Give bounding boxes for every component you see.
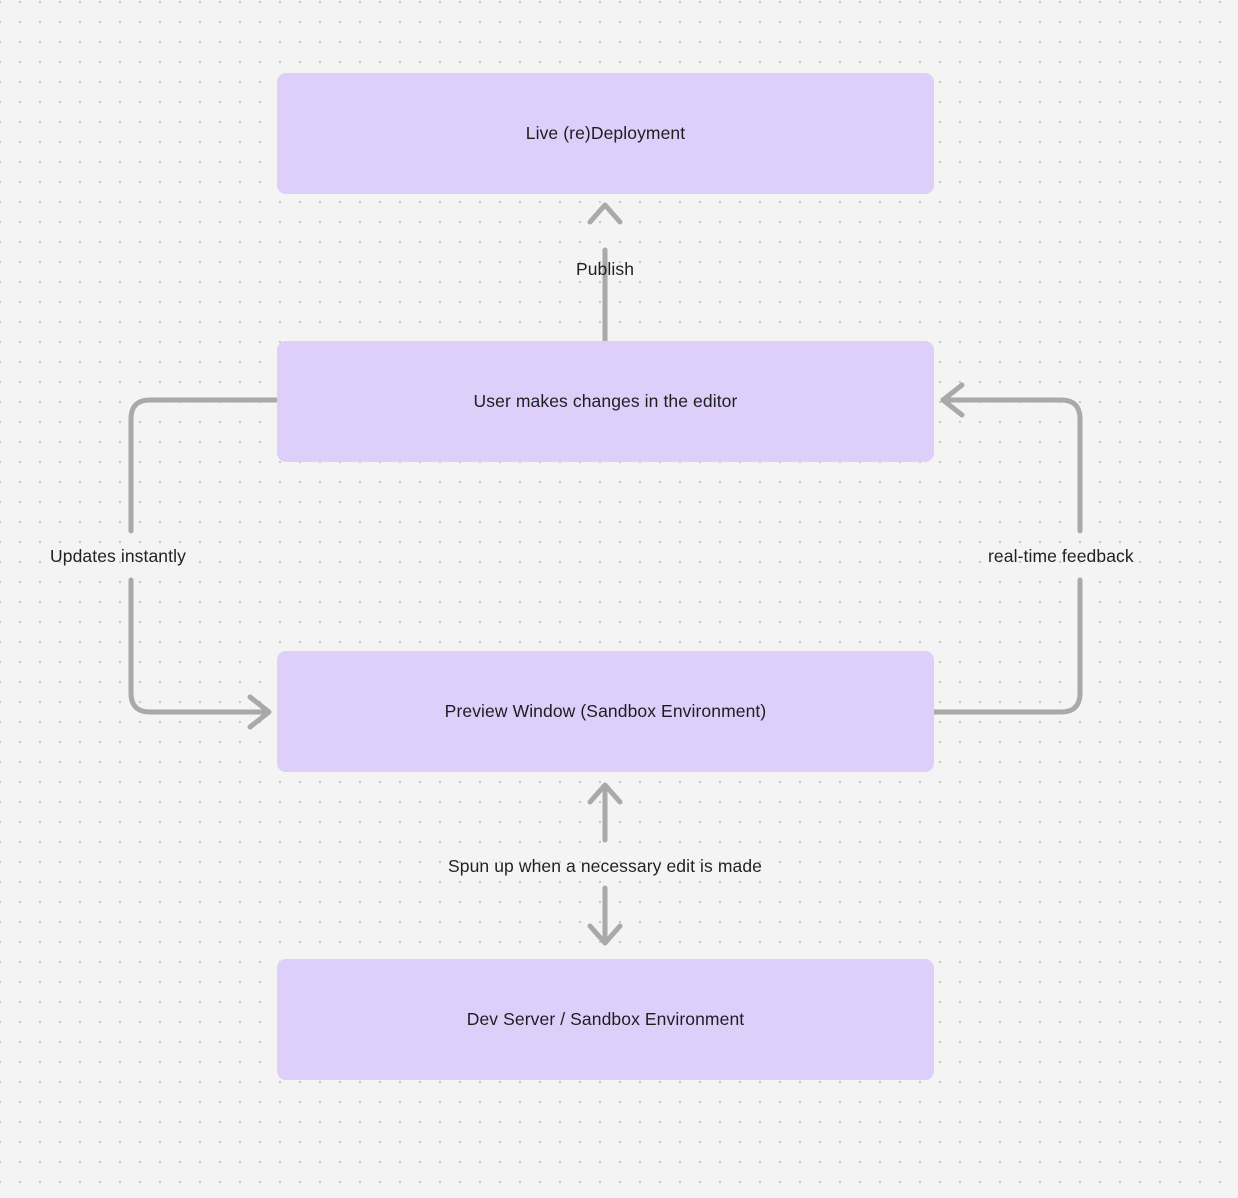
node-dev-server[interactable]: Dev Server / Sandbox Environment <box>277 959 934 1080</box>
node-live-deployment-label: Live (re)Deployment <box>525 123 686 144</box>
edge-label-publish: Publish <box>575 259 635 279</box>
edge-label-spun-up: Spun up when a necessary edit is made <box>447 856 763 876</box>
node-user-edits[interactable]: User makes changes in the editor <box>277 341 934 462</box>
edge-real-time-feedback-arrowhead <box>940 382 965 418</box>
edge-updates-instantly-arrowhead <box>247 694 272 730</box>
node-user-edits-label: User makes changes in the editor <box>473 391 738 412</box>
node-dev-server-label: Dev Server / Sandbox Environment <box>466 1009 745 1030</box>
node-preview-window[interactable]: Preview Window (Sandbox Environment) <box>277 651 934 772</box>
edge-real-time-feedback-lower-segment <box>931 577 1083 715</box>
edge-real-time-feedback-upper-segment <box>940 397 1083 534</box>
edge-spun-up-down-arrowhead <box>587 923 623 946</box>
edge-updates-instantly-lower-segment <box>128 577 271 715</box>
node-preview-window-label: Preview Window (Sandbox Environment) <box>444 701 767 722</box>
node-live-deployment[interactable]: Live (re)Deployment <box>277 73 934 194</box>
edge-label-updates-instantly: Updates instantly <box>50 546 186 566</box>
edge-updates-instantly-upper-segment <box>128 397 280 534</box>
edge-label-real-time-feedback: real-time feedback <box>988 546 1134 566</box>
edge-publish-arrowhead <box>587 202 623 225</box>
edge-spun-up-up-arrowhead <box>587 782 623 805</box>
